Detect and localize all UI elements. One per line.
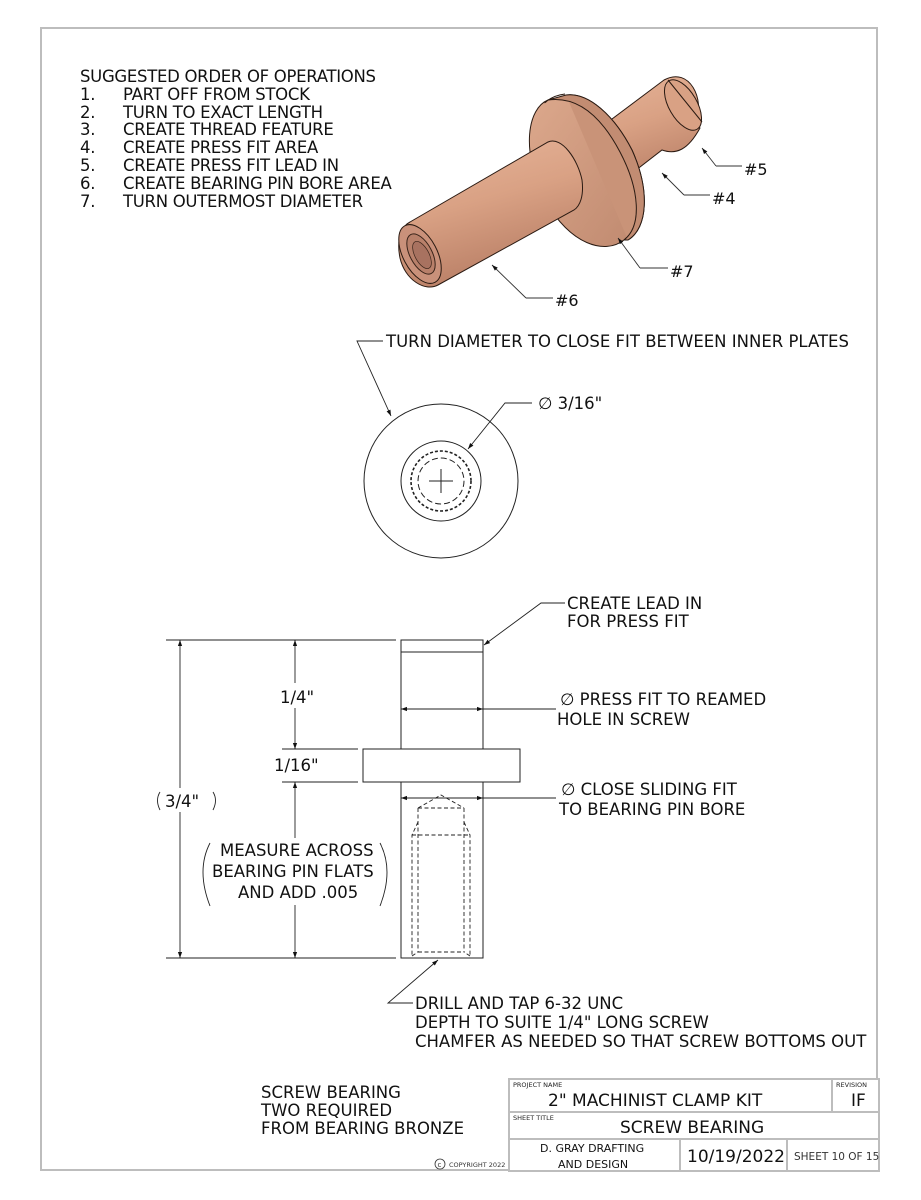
operation-step: 3.CREATE THREAD FEATURE (80, 120, 334, 140)
sliding-fit-note-line1: ∅ CLOSE SLIDING FIT (561, 780, 738, 799)
tap-note-line2: DEPTH TO SUITE 1/4" LONG SCREW (415, 1013, 709, 1032)
part-note-line1: SCREW BEARING (261, 1083, 401, 1102)
dimension-lines (157, 602, 565, 1004)
sliding-fit-note-line2: TO BEARING PIN BORE (558, 800, 745, 819)
measure-note-line1: MEASURE ACROSS (220, 841, 374, 860)
drafter-line2: AND DESIGN (558, 1158, 629, 1171)
lead-in-note-line1: CREATE LEAD IN (567, 594, 702, 613)
sheet-title-cell: SHEET TITLE SCREW BEARING (508, 1111, 880, 1140)
press-fit-note-line1: ∅ PRESS FIT TO REAMED (560, 690, 766, 709)
operation-step: 5.CREATE PRESS FIT LEAD IN (80, 155, 339, 175)
iso-callout-leaders (491, 147, 742, 299)
drafter-line1: D. GRAY DRAFTING (540, 1142, 645, 1155)
dim-quarter: 1/4" (280, 688, 314, 707)
sheet-number: SHEET 10 OF 15 (794, 1151, 880, 1163)
callout-6: #6 (555, 291, 579, 310)
end-view-note: TURN DIAMETER TO CLOSE FIT BETWEEN INNER… (385, 332, 849, 351)
copyright-mark: c COPYRIGHT 2022 (434, 1158, 505, 1170)
callout-5: #5 (744, 160, 768, 179)
press-fit-note-line2: HOLE IN SCREW (557, 710, 690, 729)
drafter-cell: D. GRAY DRAFTING AND DESIGN (508, 1138, 681, 1172)
tap-note-line3: CHAMFER AS NEEDED SO THAT SCREW BOTTOMS … (415, 1032, 867, 1051)
operations-title: SUGGESTED ORDER OF OPERATIONS (80, 67, 376, 86)
end-view (356, 340, 532, 559)
bore-dimension: ∅ 3/16" (538, 394, 602, 413)
operation-step: 4.CREATE PRESS FIT AREA (80, 138, 319, 158)
date-cell: 10/19/2022 (679, 1138, 788, 1172)
date: 10/19/2022 (687, 1147, 785, 1167)
svg-text:c: c (438, 1161, 442, 1169)
dim-sixteenth: 1/16" (274, 756, 319, 775)
operation-step: 1.PART OFF FROM STOCK (80, 84, 310, 104)
svg-text:COPYRIGHT 2022: COPYRIGHT 2022 (449, 1161, 505, 1169)
sheet-title: SCREW BEARING (620, 1118, 765, 1138)
measure-note-line2: BEARING PIN FLATS (212, 862, 374, 881)
lead-in-note-line2: FOR PRESS FIT (567, 612, 690, 631)
sheet-number-cell: SHEET 10 OF 15 (786, 1138, 880, 1172)
title-block: PROJECT NAME 2" MACHINIST CLAMP KIT REVI… (508, 1078, 880, 1172)
copyright-icon (434, 1158, 446, 1170)
tap-note-line1: DRILL AND TAP 6-32 UNC (415, 994, 623, 1013)
operation-step: 7.TURN OUTERMOST DIAMETER (80, 191, 363, 211)
dim-overall: 3/4" (165, 792, 199, 811)
sheet-border (40, 27, 878, 1171)
revision-cell: REVISION IF (831, 1078, 880, 1113)
part-note-line3: FROM BEARING BRONZE (261, 1119, 464, 1138)
callout-4: #4 (712, 189, 736, 208)
side-view (362, 639, 521, 959)
callout-7: #7 (670, 262, 694, 281)
measure-note-line3: AND ADD .005 (238, 883, 358, 902)
operation-step: 6.CREATE BEARING PIN BORE AREA (80, 173, 392, 193)
revision: IF (851, 1091, 866, 1111)
project-name-cell: PROJECT NAME 2" MACHINIST CLAMP KIT (508, 1078, 833, 1113)
isometric-part-view (398, 76, 703, 288)
project-name: 2" MACHINIST CLAMP KIT (548, 1091, 763, 1111)
operations-list: SUGGESTED ORDER OF OPERATIONS 1.PART OFF… (80, 68, 392, 210)
part-note-line2: TWO REQUIRED (260, 1101, 392, 1120)
operation-step: 2.TURN TO EXACT LENGTH (80, 102, 323, 122)
